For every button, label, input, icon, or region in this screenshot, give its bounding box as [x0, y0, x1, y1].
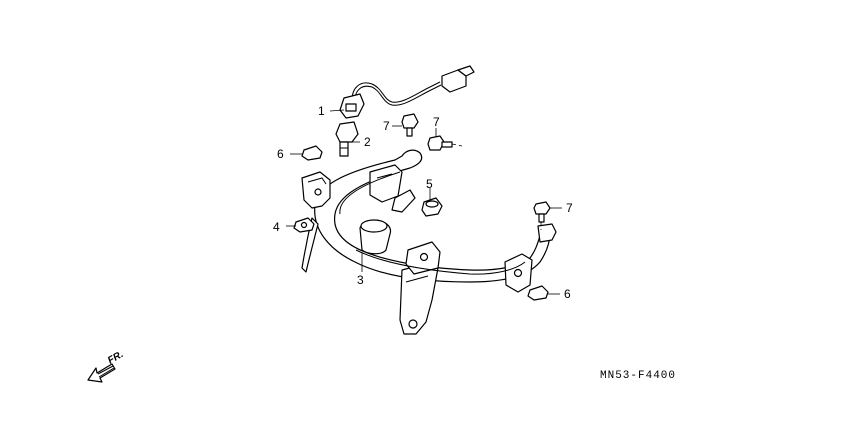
nut-6-left	[301, 145, 323, 161]
callout-7-right: 7	[566, 201, 573, 215]
front-direction-label: FR.	[106, 349, 125, 367]
bolt-guide-line	[451, 143, 463, 147]
callout-7-top: 7	[383, 119, 390, 133]
meter-stay-frame	[301, 149, 557, 335]
bolt-7-middle	[427, 135, 453, 151]
callout-5: 5	[426, 177, 433, 191]
sensor-unit	[335, 121, 359, 157]
callout-3: 3	[357, 273, 364, 287]
callout-4: 4	[273, 220, 280, 234]
callout-6-right: 6	[564, 287, 571, 301]
collar-5	[421, 197, 443, 217]
bolt-7-right	[533, 201, 551, 223]
callout-1: 1	[318, 104, 325, 118]
nut-6-right	[527, 285, 549, 301]
callout-7-middle: 7	[433, 115, 440, 129]
speed-sensor-harness	[339, 65, 475, 119]
callout-2: 2	[364, 135, 371, 149]
callout-6-left: 6	[277, 147, 284, 161]
bolt-7-top	[401, 113, 419, 137]
drawing-code: MN53-F4400	[600, 370, 676, 382]
nut-4	[293, 217, 315, 233]
front-direction-arrow: FR.	[87, 349, 125, 383]
